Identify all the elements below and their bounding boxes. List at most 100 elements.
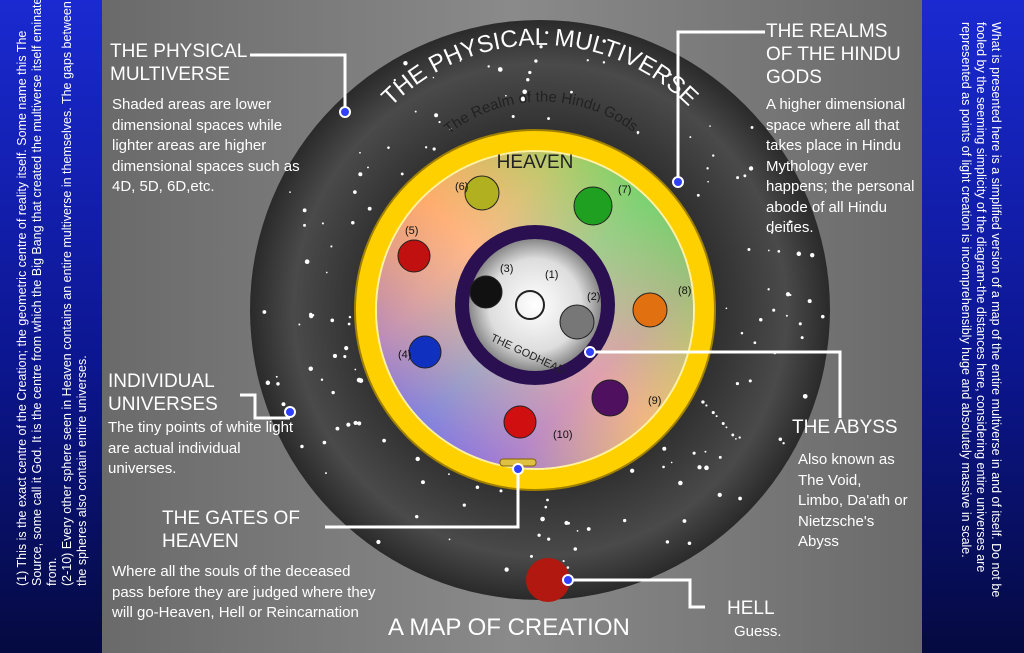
- universe-star: [358, 378, 364, 383]
- universe-star: [367, 166, 369, 169]
- universe-star: [721, 422, 725, 426]
- universe-star: [767, 288, 770, 291]
- universe-star: [325, 472, 327, 475]
- universe-star: [432, 147, 436, 151]
- sphere-number-5: (5): [405, 225, 418, 237]
- universe-star: [622, 518, 627, 523]
- physical-multiverse-body: Shaded areas are lower dimensional space…: [112, 96, 300, 195]
- universe-star: [662, 465, 665, 469]
- physical-multiverse-title: THE PHYSICAL MULTIVERSE: [110, 41, 247, 85]
- diagram-panel: (1)(2)(3)(4)(5)(6)(7)(8)(9)(10) THE PHYS…: [102, 0, 922, 653]
- sphere-10: [503, 405, 537, 439]
- universe-star: [289, 191, 291, 193]
- universe-star: [785, 292, 791, 297]
- universe-star: [662, 446, 667, 451]
- universe-star: [782, 442, 785, 445]
- universe-star: [576, 529, 579, 532]
- universe-star: [376, 539, 381, 545]
- note-2-10: (2-10) Every other sphere seen in Heaven…: [60, 1, 89, 586]
- universe-star: [712, 154, 715, 157]
- universe-star: [810, 252, 815, 258]
- right-notes-panel: What is presented here is a simplified v…: [922, 0, 1024, 653]
- universe-star: [415, 514, 419, 519]
- universes-title: INDIVIDUAL UNIVERSES: [108, 371, 218, 415]
- abyss-title: THE ABYSS: [792, 417, 898, 438]
- universe-star: [547, 117, 550, 120]
- sphere-5: [397, 239, 431, 273]
- universe-star: [537, 533, 541, 537]
- universe-star: [526, 78, 530, 82]
- gates-body: Where all the souls of the deceased pass…: [112, 563, 376, 621]
- universe-star: [704, 450, 707, 453]
- universe-star: [414, 110, 417, 113]
- universes-body: The tiny points of white light are actua…: [108, 419, 294, 477]
- universe-star: [400, 172, 404, 176]
- godhead: [469, 239, 601, 371]
- universe-star: [701, 400, 705, 404]
- universe-star: [669, 73, 672, 76]
- realms-title: THE REALMS OF THE HINDU GODS: [766, 21, 901, 88]
- universe-star: [670, 461, 673, 464]
- universe-star: [562, 560, 565, 563]
- universe-star: [487, 65, 490, 68]
- universe-star: [522, 89, 527, 95]
- sphere-6: [464, 175, 500, 211]
- universe-star: [528, 70, 532, 75]
- universe-star: [687, 541, 692, 546]
- sphere-number-7: (7): [618, 184, 631, 196]
- universe-star: [511, 114, 515, 119]
- universe-star: [725, 307, 728, 310]
- universe-star: [748, 166, 754, 171]
- universe-star: [347, 322, 351, 326]
- universe-star: [540, 516, 545, 522]
- universe-star: [358, 172, 363, 177]
- universe-star: [505, 94, 507, 97]
- universe-star: [665, 540, 670, 544]
- sphere-8: [632, 292, 668, 328]
- universe-star: [692, 451, 696, 455]
- universe-star: [777, 249, 781, 253]
- leader-lines: [240, 30, 842, 609]
- universe-star: [705, 404, 708, 407]
- universe-star: [709, 125, 711, 127]
- universe-star: [475, 485, 480, 489]
- universe-star: [545, 31, 549, 35]
- universe-star: [743, 174, 747, 178]
- universe-star: [711, 410, 715, 415]
- universe-star: [331, 390, 335, 395]
- sphere-number-6: (6): [455, 181, 468, 193]
- universe-star: [602, 39, 606, 43]
- universe-star: [796, 251, 802, 257]
- hell-body: Guess.: [734, 623, 782, 640]
- sphere-number-1: (1): [545, 269, 558, 281]
- sphere-number-4: (4): [398, 349, 411, 361]
- universe-star: [462, 503, 466, 507]
- universe-star: [302, 208, 307, 213]
- universe-star: [303, 223, 306, 227]
- universe-star: [820, 314, 825, 319]
- right-note: What is presented here is a simplified v…: [959, 22, 1003, 598]
- universe-star: [738, 436, 741, 439]
- sphere-3: [469, 275, 503, 309]
- universe-star: [802, 393, 808, 399]
- universe-star: [736, 176, 740, 180]
- universe-star: [772, 308, 776, 312]
- left-notes: (1) This is the exact centre of the Crea…: [15, 0, 90, 586]
- universe-star: [697, 465, 702, 470]
- universe-star: [448, 473, 450, 476]
- note-1: (1) This is the exact centre of the Crea…: [15, 0, 59, 586]
- universe-star: [332, 353, 338, 359]
- universe-star: [704, 465, 709, 471]
- gates-title: THE GATES OF HEAVEN: [162, 508, 300, 552]
- sphere-4: [408, 335, 442, 369]
- universe-star: [382, 438, 386, 443]
- universe-star: [771, 231, 774, 234]
- universe-star: [738, 496, 742, 501]
- universe-star: [344, 346, 349, 351]
- universe-star: [567, 521, 570, 525]
- sphere-number-8: (8): [678, 285, 691, 297]
- universe-star: [424, 146, 428, 149]
- universe-star: [265, 380, 271, 385]
- universe-star: [459, 59, 462, 62]
- universe-star: [353, 190, 357, 194]
